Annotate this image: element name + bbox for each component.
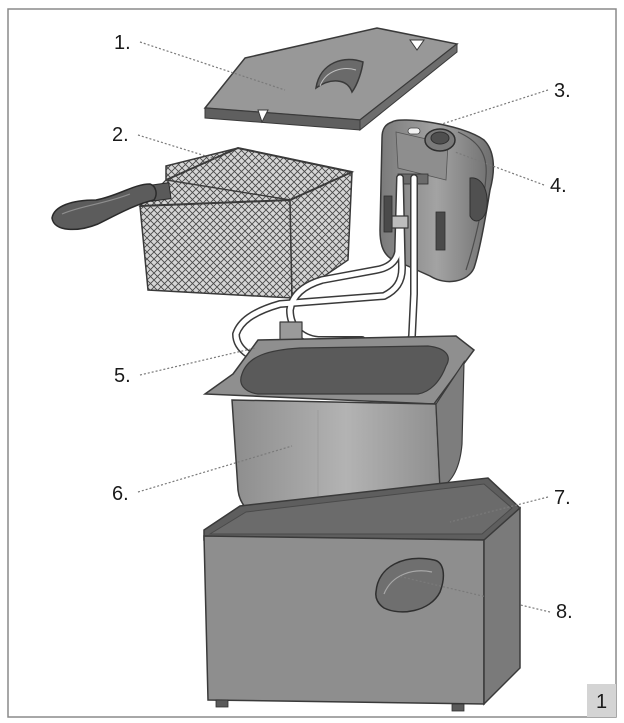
leader-line-7 [449,496,549,523]
figure-number: 1 [596,691,607,713]
callout-label-7: 7. [554,487,571,509]
callout-label-3: 3. [554,80,571,102]
leader-line-1 [139,41,286,91]
callout-label-4: 4. [550,175,567,197]
lid-icon [203,27,459,132]
callout-label-6: 6. [112,483,129,505]
housing-icon [203,477,522,712]
figure-number-badge [587,684,616,717]
leader-line-6 [137,445,293,493]
leader-line-2 [137,134,226,163]
frying-basket-icon [51,146,355,300]
leader-lines [137,41,551,613]
callout-label-2: 2. [112,124,129,146]
callout-label-5: 5. [114,365,131,387]
leader-line-3 [441,89,549,125]
callout-label-1: 1. [114,32,131,54]
callout-label-8: 8. [556,601,573,623]
